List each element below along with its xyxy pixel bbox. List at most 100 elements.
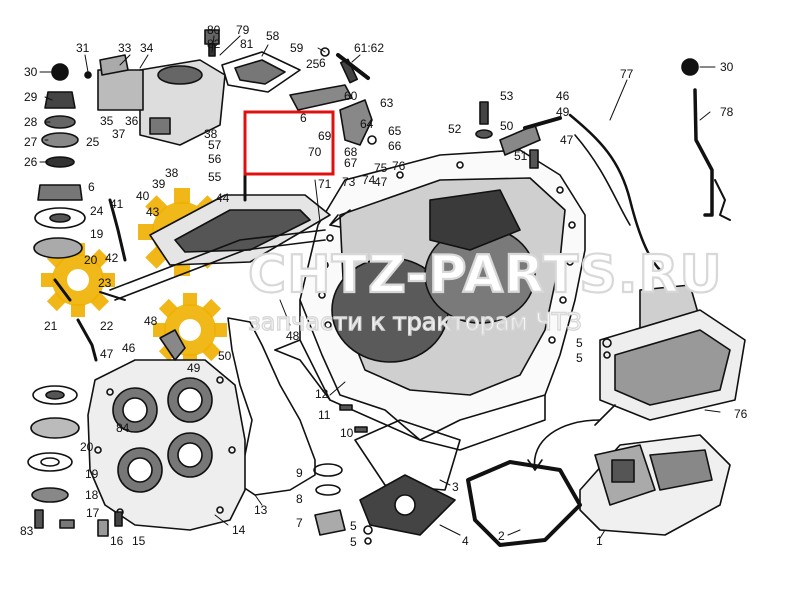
part-label: 23 <box>98 276 112 290</box>
part-label: 38 <box>204 127 218 141</box>
assembly-arrows <box>329 209 616 471</box>
pin-61-drawing <box>336 53 370 80</box>
shift-cover-plate-drawing <box>109 194 331 301</box>
part-label: 34 <box>140 41 154 55</box>
part-label: 6 <box>300 111 307 125</box>
part-label: 76 <box>734 407 748 421</box>
shaft-60-drawing <box>289 47 359 111</box>
part-label: 48 <box>144 314 158 328</box>
part-label: 29 <box>24 90 38 104</box>
part-label: 61:62 <box>354 41 384 55</box>
part-label: 68 <box>344 145 358 159</box>
part-label: 82 <box>207 37 221 51</box>
part-label: 47 <box>560 133 574 147</box>
part-label: 73 <box>342 175 356 189</box>
part-label: 42 <box>105 251 119 265</box>
gearbox-housing-drawing <box>274 149 586 451</box>
part-label: 1 <box>596 534 603 548</box>
part-label: 5 <box>350 535 357 549</box>
part-label: 77 <box>620 67 634 81</box>
control-block-drawing <box>97 59 226 146</box>
part-label: 46 <box>556 89 570 103</box>
gasket-2-drawing <box>466 460 582 547</box>
part-label: 55 <box>208 170 222 184</box>
part-label: 3 <box>452 480 459 494</box>
part-label: 47 <box>100 347 114 361</box>
part-label: 25 <box>306 57 320 71</box>
bottom-plate-drawing <box>354 419 461 536</box>
highlight-box <box>243 110 335 176</box>
cover-plate-58-drawing <box>221 51 301 93</box>
part-label: 20 <box>80 440 94 454</box>
part-label: 80 <box>207 23 221 37</box>
part-label: 24 <box>90 204 104 218</box>
part-label: 20 <box>84 253 98 267</box>
part-label: 17 <box>86 506 100 520</box>
part-label: 70 <box>308 145 322 159</box>
part-label: 56 <box>208 152 222 166</box>
part-label: 58 <box>266 29 280 43</box>
part-label: 60 <box>344 89 358 103</box>
part-label: 7 <box>296 516 303 530</box>
part-label: 11 <box>318 408 331 422</box>
part-label: 50 <box>500 119 514 133</box>
lever-65-drawing <box>339 99 377 146</box>
part-label: 64 <box>360 117 374 131</box>
part-label: 5 <box>576 351 583 365</box>
part-label: 46 <box>122 341 136 355</box>
front-cover-drawing <box>87 359 246 531</box>
part-label: 5 <box>576 336 583 350</box>
part-label: 2 <box>498 529 505 543</box>
part-label: 33 <box>118 41 132 55</box>
part-label: 9 <box>296 466 303 480</box>
watermark-main-text: CHTZ-PARTS.RU <box>248 245 723 305</box>
watermark-gear-left-icon <box>41 243 115 317</box>
part-label: 18 <box>85 488 99 502</box>
part-label: 19 <box>90 227 104 241</box>
part-label: 25 <box>86 135 100 149</box>
part-label: 6 <box>88 180 95 194</box>
part-label: 14 <box>232 523 246 537</box>
part-label: 5 <box>350 519 357 533</box>
part-label: 49 <box>556 105 570 119</box>
part-label: 84 <box>116 421 130 435</box>
part-label: 59 <box>290 41 304 55</box>
part-label: 43 <box>146 205 160 219</box>
part-label: 28 <box>24 115 38 129</box>
right-top-parts-drawing <box>475 101 562 169</box>
part-label: 74 <box>362 173 376 187</box>
top-left-fasteners-drawing <box>84 54 129 79</box>
cable-77-drawing <box>568 113 662 272</box>
part-label: 6 <box>319 56 326 70</box>
part-label: 26 <box>24 155 38 169</box>
part-label: 39 <box>152 177 166 191</box>
part-label: 78 <box>720 105 734 119</box>
lower-left-parts-drawing <box>27 385 123 537</box>
part-label: 83 <box>20 524 34 538</box>
shift-tower-drawing <box>599 58 746 421</box>
part-label: 69 <box>318 129 332 143</box>
part-label: 13 <box>254 503 268 517</box>
part-label: 37 <box>112 127 126 141</box>
part-label: 22 <box>100 319 114 333</box>
part-label: 27 <box>24 135 38 149</box>
cable-77-branch-drawing <box>574 134 631 226</box>
part-label: 49 <box>187 361 201 375</box>
small-bolts-drawing <box>339 338 612 545</box>
part-label: 30 <box>24 65 38 79</box>
part-label: 51 <box>514 149 528 163</box>
part-label: 10 <box>340 426 354 440</box>
part-label: 35 <box>100 114 114 128</box>
part-label: 36 <box>125 114 139 128</box>
part-label: 19 <box>85 467 99 481</box>
part-label: 15 <box>132 534 146 548</box>
part-label: 63 <box>380 96 394 110</box>
part-label: 81 <box>240 37 254 51</box>
part-label: 48 <box>286 329 300 343</box>
part-label: 53 <box>500 89 514 103</box>
part-label: 16 <box>110 534 124 548</box>
top-cover-1-drawing <box>579 434 731 536</box>
part-labels: 80 79 81 82 58 59 61:62 31 33 34 30 30 2… <box>20 23 748 549</box>
part-label: 44 <box>216 191 230 205</box>
